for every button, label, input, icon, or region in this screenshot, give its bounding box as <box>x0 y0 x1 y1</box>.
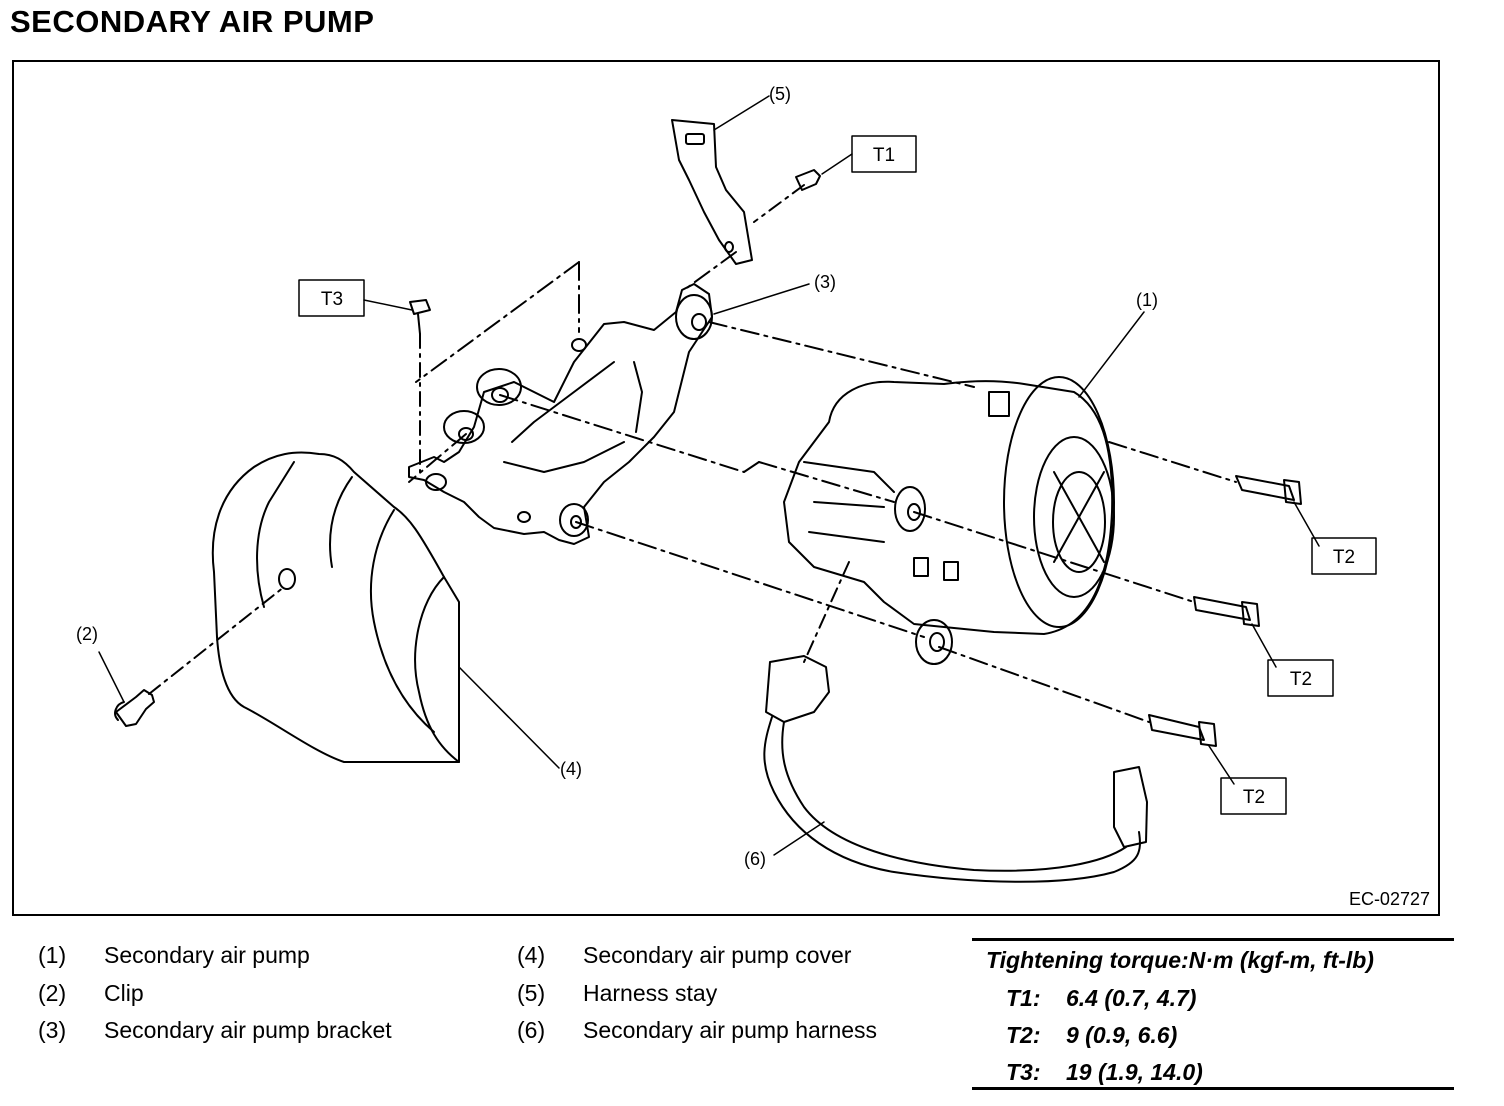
secondary-air-pump-part <box>783 376 1115 665</box>
torque-key: T1: <box>1006 985 1041 1011</box>
figure-code: EC-02727 <box>1348 889 1430 909</box>
callout-2: (2) <box>76 624 98 644</box>
legend-item: (5) Harness stay <box>517 980 957 1018</box>
exploded-view-figure: (5) (3) (1) (2) (4) (6) T1 T3 T2 T2 T2 E… <box>12 60 1440 916</box>
legend-text: Secondary air pump bracket <box>104 1017 392 1043</box>
legend-item: (3) Secondary air pump bracket <box>38 1017 478 1055</box>
pump-harness-part <box>763 561 1148 883</box>
torque-key: T2: <box>1006 1022 1041 1048</box>
legend-text: Secondary air pump harness <box>583 1017 878 1043</box>
legend-num: (1) <box>38 942 67 968</box>
callout-4: (4) <box>560 759 582 779</box>
torque-value: 6.4 (0.7, 4.7) <box>1066 985 1197 1011</box>
callout-3: (3) <box>814 272 836 292</box>
torque-tags <box>298 135 1377 815</box>
t2-tag-box-1 <box>1311 537 1377 575</box>
t2-tag-box-2 <box>1267 659 1334 697</box>
t3-tag: T3 <box>321 289 343 310</box>
t2-bolts-part <box>1148 475 1302 747</box>
harness-stay-part <box>671 119 753 265</box>
legend-text: Secondary air pump <box>104 942 310 968</box>
page-title: SECONDARY AIR PUMP <box>10 4 375 39</box>
pump-cover-part <box>211 451 460 763</box>
legend-num: (2) <box>38 979 67 1006</box>
torque-row: T1: 6.4 (0.7, 4.7) <box>1006 985 1196 1012</box>
legend-num: (4) <box>517 942 546 968</box>
t2-tag-2: T2 <box>1290 669 1312 690</box>
legend-item: (2) Clip <box>38 980 478 1018</box>
legend-text: Clip <box>104 979 144 1006</box>
torque-table: Tightening torque:N·m (kgf-m, ft-lb) T1:… <box>972 938 1454 1090</box>
legend-text: Harness stay <box>583 979 718 1006</box>
torque-row: T3: 19 (1.9, 14.0) <box>1006 1059 1203 1086</box>
t3-bolt-part <box>409 299 431 473</box>
clip-part <box>114 586 285 727</box>
legend-num: (5) <box>517 979 546 1006</box>
t2-tag-1: T2 <box>1333 547 1355 568</box>
legend-num: (6) <box>517 1017 546 1043</box>
legend-text: Secondary air pump cover <box>583 942 852 968</box>
torque-value: 9 (0.9, 6.6) <box>1066 1022 1178 1048</box>
t1-bolt-part <box>753 169 821 223</box>
callout-5: (5) <box>769 84 791 104</box>
torque-key: T3: <box>1006 1059 1041 1085</box>
torque-value: 19 (1.9, 14.0) <box>1066 1059 1203 1085</box>
leader-lines <box>98 95 1320 856</box>
callout-1: (1) <box>1136 290 1158 310</box>
t2-tag-box-3 <box>1220 777 1287 815</box>
torque-heading: Tightening torque:N·m (kgf-m, ft-lb) <box>986 947 1374 973</box>
legend-item: (4) Secondary air pump cover <box>517 942 957 980</box>
assembly-lines <box>408 251 1237 723</box>
callout-6: (6) <box>744 849 766 869</box>
torque-row: T2: 9 (0.9, 6.6) <box>1006 1022 1177 1049</box>
legend-left: (1) Secondary air pump (2) Clip (3) Seco… <box>38 942 478 1055</box>
legend-item: (1) Secondary air pump <box>38 942 478 980</box>
t3-tag-box <box>298 279 365 317</box>
t2-tag-3: T2 <box>1243 787 1265 808</box>
t1-tag-box <box>851 135 917 173</box>
pump-bracket-part <box>408 283 713 545</box>
legend-num: (3) <box>38 1017 67 1043</box>
legend-item: (6) Secondary air pump harness <box>517 1017 957 1055</box>
t1-tag: T1 <box>873 145 895 166</box>
legend-right: (4) Secondary air pump cover (5) Harness… <box>517 942 957 1055</box>
